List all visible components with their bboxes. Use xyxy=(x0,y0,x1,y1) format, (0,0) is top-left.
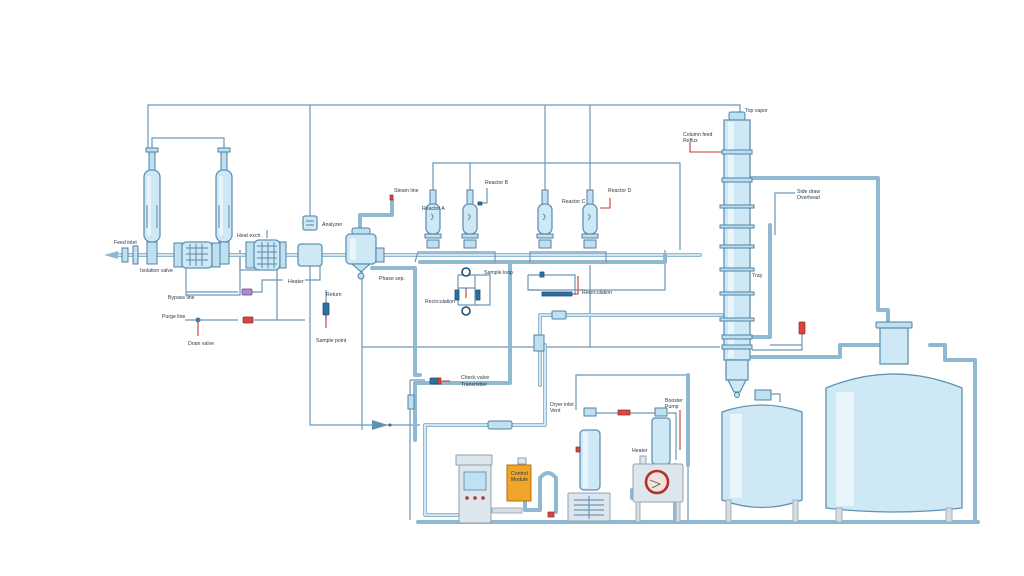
reactor-ab-tray xyxy=(414,251,496,263)
column-side-label-2: Overhead xyxy=(797,195,820,201)
sample-sub-label: Return xyxy=(326,292,342,298)
process-pipes xyxy=(110,176,980,524)
pump-sub-label: Pump xyxy=(665,404,679,410)
reactor-c[interactable]: Reactor C xyxy=(536,189,586,249)
purge-label: Purge line xyxy=(162,314,185,320)
control-panel-label: Control xyxy=(511,471,528,477)
distillation-column[interactable]: Top vapor Column feed Reflux Side draw O… xyxy=(683,108,820,398)
heat-exchanger-1[interactable] xyxy=(173,241,221,269)
column-side-pipe xyxy=(750,223,772,339)
reactor-b-label: Reactor B xyxy=(485,180,509,186)
reactor-a[interactable]: Reactor A xyxy=(422,189,445,249)
inline-filter[interactable] xyxy=(487,420,513,430)
adsorber-1[interactable] xyxy=(143,147,161,265)
panel-drain-valve[interactable] xyxy=(547,511,555,518)
reactor-cd-tray xyxy=(529,251,607,262)
heater-gauge-icon xyxy=(644,469,670,495)
analyzer[interactable]: Analyzer xyxy=(297,215,342,267)
feed-inlet: Feed inlet Isolation valve xyxy=(104,240,173,274)
drain-label: Drain valve xyxy=(188,341,214,347)
check-valve[interactable]: Check valve Transmitter xyxy=(372,375,489,430)
cabinet-button-2[interactable] xyxy=(473,496,477,500)
control-panel[interactable]: Control Module xyxy=(506,457,555,518)
inlet-valve-label: Isolation valve xyxy=(140,268,173,274)
dryer-inlet-valve[interactable] xyxy=(617,409,631,416)
storage-tank-small[interactable] xyxy=(721,389,803,523)
analyzer-down-line xyxy=(309,250,375,426)
column-feed-label: Column feed xyxy=(683,132,713,138)
column-top-pipe xyxy=(746,176,890,324)
inlet-flange xyxy=(121,247,129,263)
separator-return-pipe xyxy=(370,266,422,377)
heater-unit[interactable]: Booster Pump Heater xyxy=(632,398,684,523)
side-draw-signal xyxy=(774,192,795,235)
column-relief-valve[interactable] xyxy=(798,321,806,335)
separator-label: Phase sep. xyxy=(379,276,405,282)
loop-return-pipe xyxy=(413,263,512,442)
steam-valve-icon[interactable] xyxy=(389,194,394,201)
top-header-line xyxy=(147,104,741,150)
reactor-d-label: Reactor D xyxy=(608,188,632,194)
dryer[interactable]: Dryer inlet Vent xyxy=(550,402,631,491)
signal-line-430 xyxy=(432,162,681,250)
steam-pipe xyxy=(358,198,394,234)
reactor-return-pipe xyxy=(418,253,667,264)
dryer-label: Dryer inlet xyxy=(550,402,574,408)
column-tray-label: Tray xyxy=(752,273,763,279)
heater-label: Heater xyxy=(632,448,648,454)
reactor-a-label: Reactor A xyxy=(422,206,445,212)
column-top-label: Top vapor xyxy=(745,108,768,114)
reactor-b[interactable]: Reactor B xyxy=(461,180,509,249)
column-feed-label-2: Reflux xyxy=(683,138,698,144)
check-label: Check valve xyxy=(461,375,489,381)
sample-point[interactable]: Return Sample point xyxy=(316,292,347,344)
analyzer-label: Analyzer xyxy=(322,222,342,228)
tank-outlet-pipe xyxy=(928,343,977,524)
reactor-c-label: Reactor C xyxy=(562,199,586,205)
bypass-line xyxy=(186,279,283,293)
inlet-label: Feed inlet xyxy=(114,240,137,246)
pump-label: Booster xyxy=(665,398,683,404)
instrument-loop-label: Recirculation xyxy=(582,290,612,296)
purge-valve[interactable]: Purge line Drain valve xyxy=(162,314,254,347)
panel-pipe xyxy=(523,471,558,514)
bypass-heater[interactable]: Bypass line Heater xyxy=(168,279,304,301)
loop-label-2: Recirculation xyxy=(425,299,455,305)
storage-tank-large[interactable] xyxy=(825,321,963,523)
cabinet-button-3[interactable] xyxy=(481,496,485,500)
column-side-label: Side draw xyxy=(797,189,820,195)
inlet-valve[interactable] xyxy=(132,245,139,265)
hx-down-line xyxy=(185,250,241,296)
column-feed-valve[interactable] xyxy=(533,334,545,352)
cabinet-screen[interactable] xyxy=(463,471,487,491)
blower[interactable] xyxy=(567,492,611,522)
sample-label: Sample point xyxy=(316,338,347,344)
hx-note-label: Heat exch. xyxy=(237,233,262,239)
loop-line-a xyxy=(457,274,491,306)
bypass-sub-label: Heater xyxy=(288,279,304,285)
instrument-loop[interactable]: Recirculation xyxy=(539,271,612,297)
reactor-d[interactable]: Reactor D xyxy=(581,188,632,249)
heat-exchanger-2[interactable]: Heat exch. xyxy=(237,230,287,271)
check-sub-label: Transmitter xyxy=(461,382,487,388)
column-feed-filter[interactable] xyxy=(551,310,567,320)
steam-label: Steam line xyxy=(394,188,419,194)
flash-drum[interactable]: Phase sep. Steam line xyxy=(345,188,419,282)
cabinet-button-1[interactable] xyxy=(465,496,469,500)
column-to-tank-pipe xyxy=(750,343,882,359)
inlet-nozzle-icon xyxy=(104,251,118,259)
loop-label: Sample loop xyxy=(484,270,513,276)
adsorber-link-line xyxy=(151,137,225,148)
bypass-label: Bypass line xyxy=(168,295,195,301)
sample-loop[interactable]: Sample loop Recirculation xyxy=(425,267,513,316)
dryer-sub-label: Vent xyxy=(550,408,561,414)
control-panel-sub-label: Module xyxy=(511,477,528,483)
control-cabinet[interactable] xyxy=(455,454,523,524)
